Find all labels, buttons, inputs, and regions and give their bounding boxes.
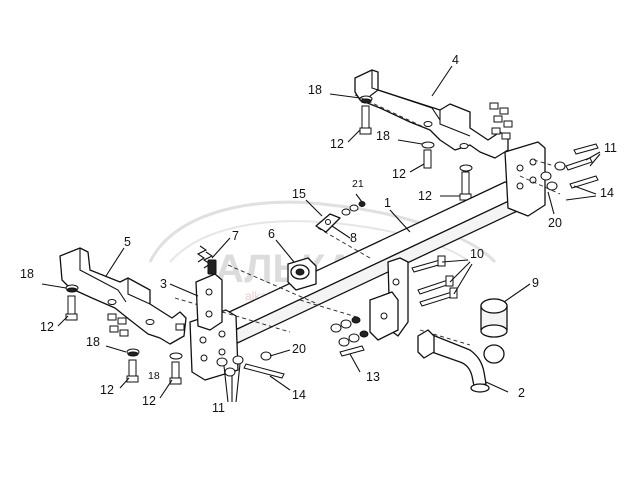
callout-4: 4 [452, 53, 459, 67]
right-bracket-hardware [489, 102, 513, 140]
callout-13: 13 [366, 370, 380, 384]
left-side-bracket [59, 247, 187, 345]
callout-12-d: 12 [40, 320, 54, 334]
socket-plate [195, 273, 223, 331]
callout-20-left: 20 [292, 342, 306, 356]
callout-1: 1 [384, 196, 391, 210]
tow-ball-neck [417, 329, 505, 393]
left-stud-group-c [169, 352, 183, 385]
callout-8: 8 [350, 231, 357, 245]
callout-12-a: 12 [330, 137, 344, 151]
callout-14-right: 14 [600, 186, 614, 200]
callout-18-a: 18 [308, 83, 322, 97]
right-stud-group-a [359, 95, 373, 135]
callout-7: 7 [232, 229, 239, 243]
callout-12-f: 12 [142, 394, 156, 408]
callout-6: 6 [268, 227, 275, 241]
callout-18-c: 18 [20, 267, 34, 281]
callout-18-e: 18 [148, 370, 160, 382]
right-end-bolts [540, 143, 599, 191]
callout-20-right: 20 [548, 216, 562, 230]
long-bolts [411, 255, 458, 307]
right-stud-group-c [459, 164, 473, 201]
left-end-bolts [216, 351, 285, 379]
callout-12-c: 12 [418, 189, 432, 203]
callout-10: 10 [470, 247, 484, 261]
callout-5: 5 [124, 235, 131, 249]
callout-11-left: 11 [212, 401, 225, 415]
callout-21: 21 [352, 178, 364, 190]
callout-2: 2 [518, 386, 525, 400]
right-side-bracket [354, 69, 513, 159]
left-stud-group-a [65, 284, 79, 321]
socket-spring [196, 245, 217, 275]
tow-ball-cover [480, 298, 508, 338]
small-clip [315, 201, 366, 233]
left-stud-group-b [126, 348, 140, 383]
rubber-buffer [287, 257, 317, 291]
callouts: 1 2 3 4 5 6 7 8 9 10 11 [20, 53, 617, 415]
callout-15: 15 [292, 187, 306, 201]
right-stud-group-b [421, 141, 435, 169]
callout-11-right: 11 [604, 141, 617, 155]
callout-3: 3 [160, 277, 167, 291]
callout-12-b: 12 [392, 167, 406, 181]
left-bracket-hardware [107, 313, 185, 337]
callout-18-d: 18 [86, 335, 100, 349]
callout-18-b: 18 [376, 129, 390, 143]
callout-12-e: 12 [100, 383, 114, 397]
callout-14-left: 14 [292, 388, 306, 402]
center-hardware-stack [330, 316, 369, 357]
callout-9: 9 [532, 276, 539, 290]
